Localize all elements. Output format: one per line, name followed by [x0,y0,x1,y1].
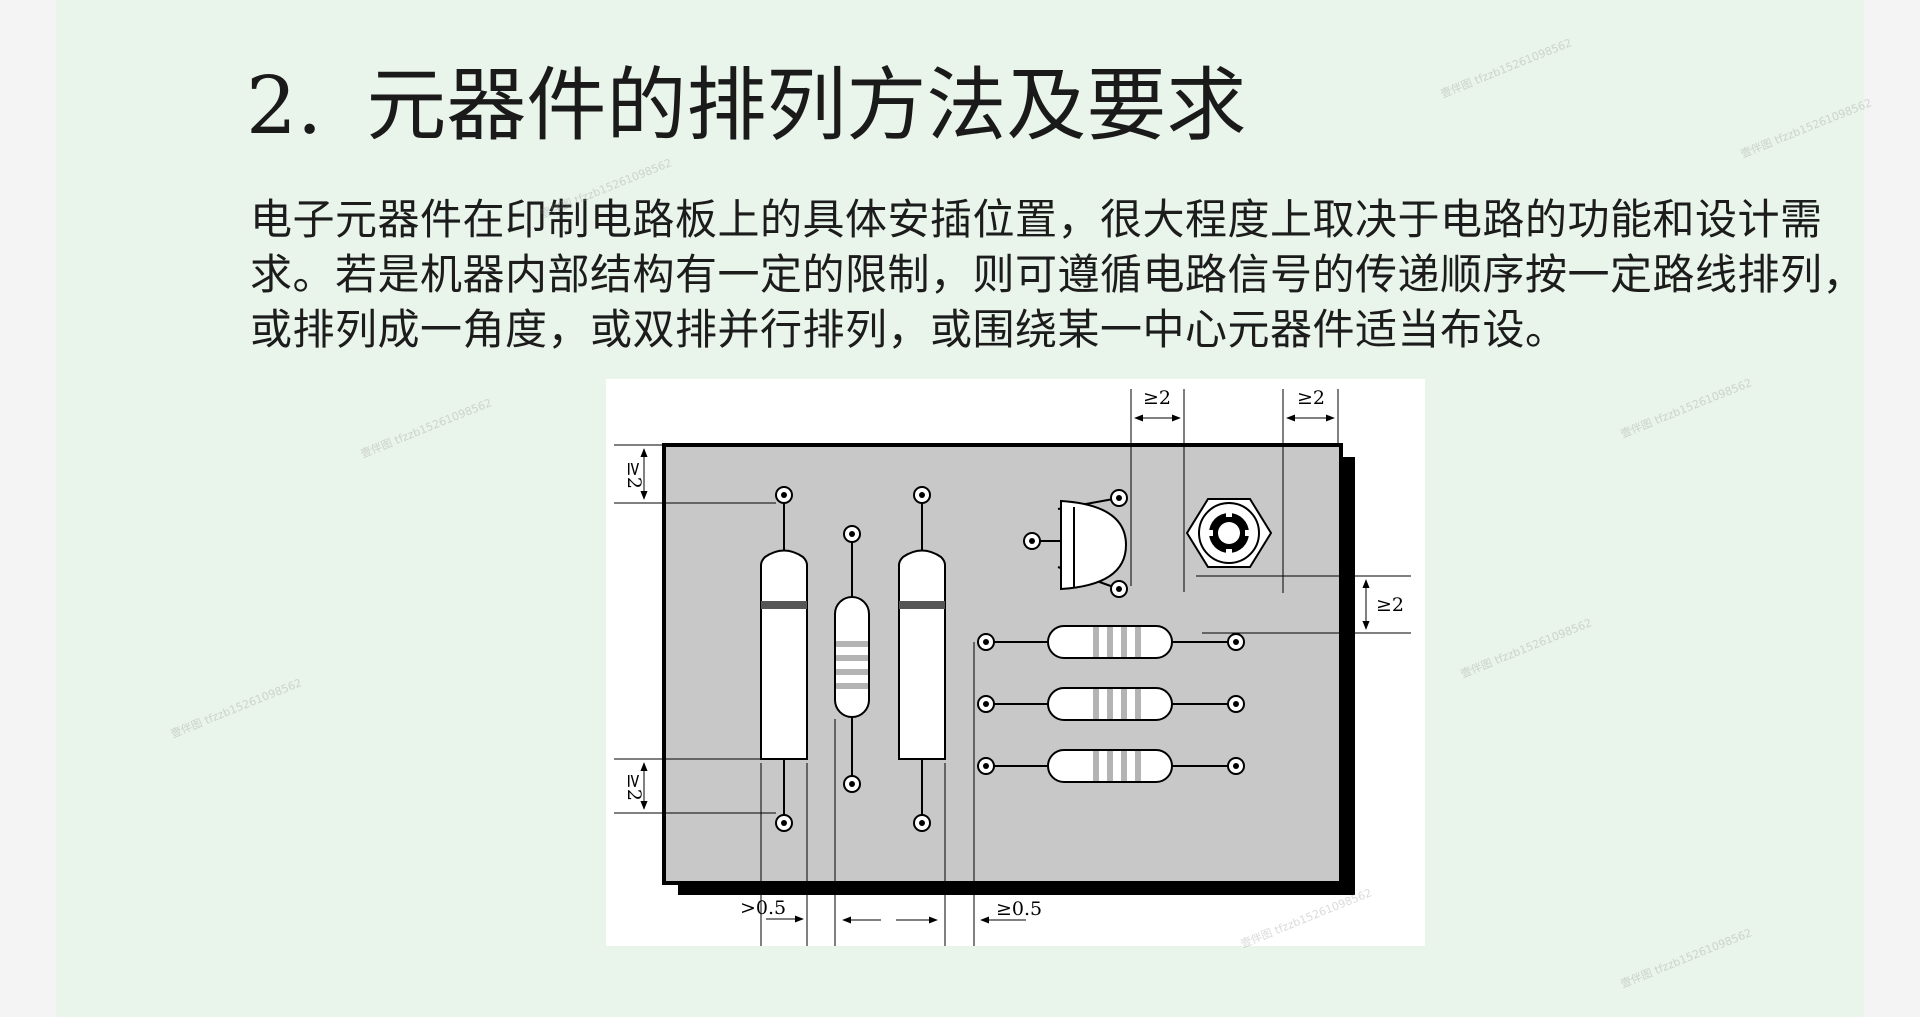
slide-title: 2. 元器件的排列方法及要求 [246,58,1246,154]
right-spacing-label: ≥2 [1376,594,1404,616]
hex-connector [1185,498,1273,568]
watermark: 壹伴图 tfzzb15261098562 [358,396,494,461]
vertical-resistor-middle [834,525,870,793]
horizontal-resistor-2 [977,687,1245,721]
dimension-lines [614,389,1411,946]
watermark: 壹伴图 tfzzb15261098562 [1618,926,1754,991]
top-spacing-label-2: ≥2 [1297,387,1325,409]
watermark: 壹伴图 tfzzb15261098562 [1438,36,1574,101]
watermark: 壹伴图 tfzzb15261098562 [1618,376,1754,441]
horizontal-resistor-1 [977,625,1245,659]
left-top-spacing-label: ≥2 [623,461,645,489]
slide-title-number: 2. [246,59,323,152]
bottom-left-spacing-label: >0.5 [740,897,786,919]
component-layout-figure: ≥2 ≥2 ≥2 ≥2 ≥2 >0.5 ≥0.5 [606,379,1425,946]
vertical-component-left [760,486,808,832]
slide-title-text: 元器件的排列方法及要求 [366,59,1247,152]
watermark: 壹伴图 tfzzb15261098562 [1458,616,1594,681]
bottom-right-spacing-label: ≥0.5 [996,898,1042,920]
horizontal-resistor-3 [977,749,1245,783]
top-spacing-label-1: ≥2 [1143,387,1171,409]
slide: 2. 元器件的排列方法及要求 电子元器件在印制电路板上的具体安插位置，很大程度上取… [56,0,1874,1017]
vertical-component-right [898,486,946,832]
left-bottom-spacing-label: ≥2 [623,773,645,801]
watermark: 壹伴图 tfzzb15261098562 [1738,96,1874,161]
transistor-component [1023,489,1128,598]
pcb-diagram: ≥2 ≥2 ≥2 ≥2 ≥2 >0.5 ≥0.5 [614,387,1411,946]
slide-body-text: 电子元器件在印制电路板上的具体安插位置，很大程度上取决于电路的功能和设计需求。若… [250,195,1866,354]
watermark: 壹伴图 tfzzb15261098562 [168,676,304,741]
